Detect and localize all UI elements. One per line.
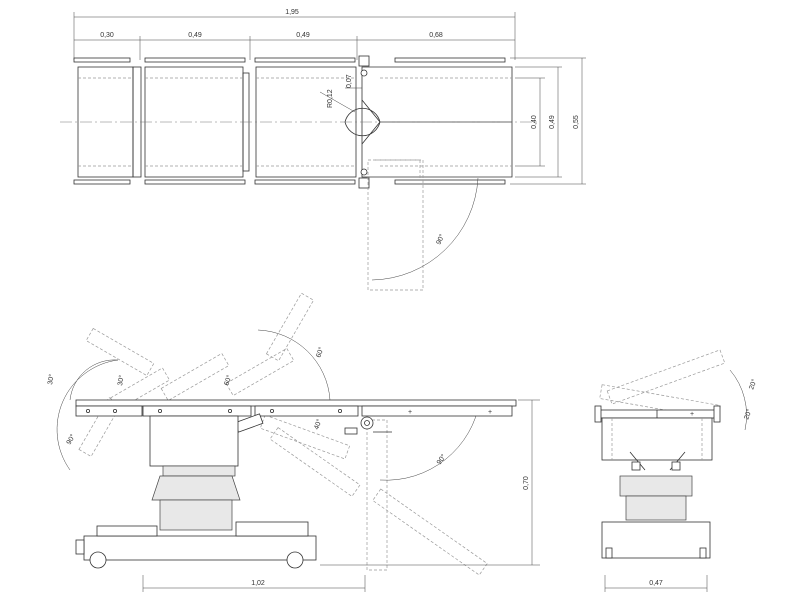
dim-segment-2: 0,49 <box>188 32 202 39</box>
dim-radius: R0,12 <box>327 89 334 108</box>
dim-base-length: 1,02 <box>251 580 265 587</box>
svg-text:+: + <box>690 411 694 418</box>
angle-label-5: 60° <box>222 374 233 387</box>
svg-text:+: + <box>408 409 412 416</box>
top-view: 1,95 0,30 0,49 0,49 0,68 <box>60 9 586 291</box>
dim-segment-3: 0,49 <box>296 32 310 39</box>
dim-notch: 0,07 <box>346 74 353 88</box>
angle-label-2: 30° <box>116 374 126 386</box>
dim-height: 0,70 <box>523 476 530 490</box>
end-view: 20° 20° + 0,47 <box>594 349 759 592</box>
angle-label-6: 40° <box>312 418 323 431</box>
angle-label-4: 60° <box>314 346 325 359</box>
dim-width-mid: 0,49 <box>549 115 556 129</box>
svg-text:+: + <box>488 409 492 416</box>
side-view: 30° 30° 90° 60° 60° 40° 90° + + <box>46 292 540 592</box>
dim-segment-4: 0,68 <box>429 32 443 39</box>
dim-base-width: 0,47 <box>649 580 663 587</box>
dim-total-length: 1,95 <box>285 9 299 16</box>
dim-segment-1: 0,30 <box>100 32 114 39</box>
angle-label-7: 90° <box>435 453 448 466</box>
angle-label-3: 90° <box>65 433 77 446</box>
dim-swing-angle: 90° <box>435 233 447 246</box>
angle-label-1: 30° <box>46 373 56 385</box>
dim-width-outer: 0,55 <box>573 115 580 129</box>
tilt-label-top: 20° <box>747 378 758 391</box>
tilt-label-bottom: 20° <box>742 408 753 421</box>
dim-width-inner: 0,40 <box>531 115 538 129</box>
